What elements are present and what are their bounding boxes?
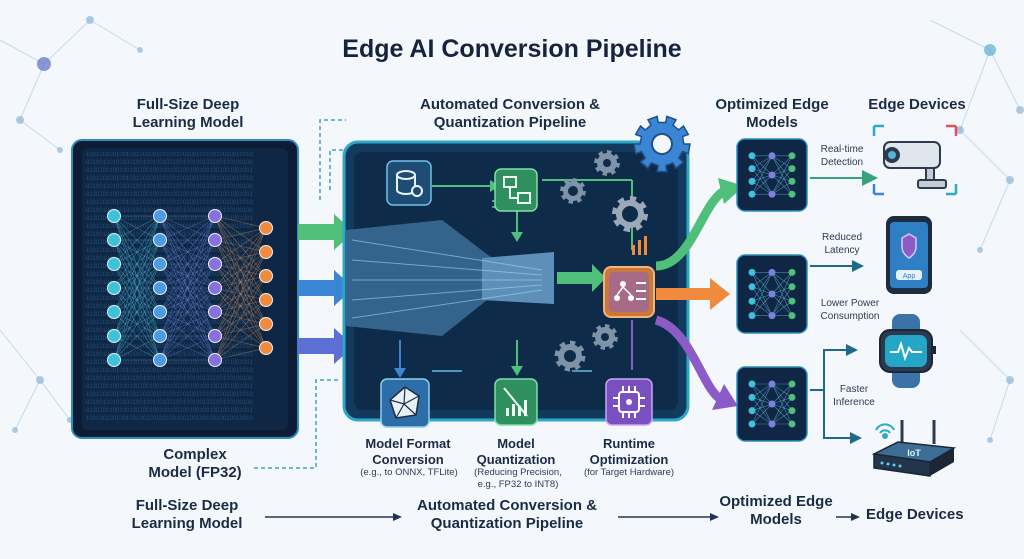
flow-chart-icon bbox=[494, 168, 538, 212]
pipeline-column-header: Automated Conversion & Quantization Pipe… bbox=[419, 96, 600, 131]
optimized-column-header: Optimized Edge Models bbox=[715, 96, 829, 131]
watch-icon bbox=[879, 314, 936, 388]
benefit-reduced-latency: Reduced Latency bbox=[821, 232, 863, 256]
gear-icon bbox=[592, 324, 618, 350]
svg-text:100100100100100100100100100100: 1001001001001001001001001001001001001001… bbox=[86, 392, 254, 398]
svg-text:010010010010010010010010010010: 0100100100100100100100100100100100100100… bbox=[86, 240, 254, 246]
input-arrows bbox=[298, 214, 354, 364]
svg-text:001001001001001001001001001001: 0010010010010010010010010010010010010010… bbox=[86, 256, 254, 262]
svg-text:001001001001001001001001001001: 0010010010010010010010010010010010010010… bbox=[86, 400, 254, 406]
svg-text:001001001001001001001001001001: 0010010010010010010010010010010010010010… bbox=[86, 328, 254, 334]
output-arrows bbox=[654, 178, 744, 410]
router-iot-label: IoT bbox=[907, 448, 921, 458]
svg-text:001001001001001001001001001001: 0010010010010010010010010010010010010010… bbox=[86, 304, 254, 310]
flow-devices: Edge Devices bbox=[866, 506, 964, 523]
device-arrows bbox=[810, 170, 878, 444]
flow-arrows bbox=[265, 513, 860, 521]
svg-text:010010010010010010010010010010: 0100100100100100100100100100100100100100… bbox=[86, 264, 254, 270]
source-column-header: Full-Size Deep Learning Model bbox=[132, 96, 244, 131]
gear-icon bbox=[633, 115, 691, 173]
flow-pipeline: Automated Conversion & Quantization Pipe… bbox=[416, 497, 597, 532]
gear-icon bbox=[560, 178, 586, 204]
svg-text:100100100100100100100100100100: 1001001001001001001001001001001001001001… bbox=[86, 224, 254, 230]
database-icon bbox=[386, 160, 432, 206]
source-model-panel: 1001001001001001001001001001001001001001… bbox=[71, 139, 299, 439]
phone-app-label: App bbox=[903, 273, 916, 280]
pipeline-frame bbox=[342, 140, 690, 422]
svg-text:100100100100100100100100100100: 1001001001001001001001001001001001001001… bbox=[86, 176, 254, 182]
svg-text:010010010010010010010010010010: 0100100100100100100100100100100100100100… bbox=[86, 384, 254, 390]
svg-text:100100100100100100100100100100: 1001001001001001001001001001001001001001… bbox=[86, 200, 254, 206]
optimized-model-card bbox=[736, 138, 808, 212]
benefit-lower-power: Lower Power Consumption bbox=[820, 298, 880, 322]
svg-text:100100100100100100100100100100: 1001001001001001001001001001001001001001… bbox=[86, 248, 254, 254]
router-icon: IoT bbox=[871, 420, 957, 477]
wifi-icon bbox=[875, 423, 895, 439]
svg-text:010010010010010010010010010010: 0100100100100100100100100100100100100100… bbox=[86, 168, 254, 174]
svg-text:001001001001001001001001001001: 0010010010010010010010010010010010010010… bbox=[86, 280, 254, 286]
source-caption: Complex Model (FP32) bbox=[148, 446, 242, 481]
svg-text:001001001001001001001001001001: 0010010010010010010010010010010010010010… bbox=[86, 376, 254, 382]
svg-text:100100100100100100100100100100: 1001001001001001001001001001001001001001… bbox=[86, 416, 254, 422]
devices-column-header: Edge Devices bbox=[868, 96, 966, 113]
runtime-chip-icon bbox=[603, 266, 655, 318]
svg-text:010010010010010010010010010010: 0100100100100100100100100100100100100100… bbox=[86, 360, 254, 366]
chip-icon bbox=[605, 378, 653, 426]
dashed-connectors bbox=[254, 119, 346, 469]
optimized-model-card bbox=[736, 366, 808, 442]
gear-icon bbox=[594, 150, 620, 176]
step-format-conversion-title: Model Format Conversion bbox=[365, 436, 451, 467]
svg-text:010010010010010010010010010010: 0100100100100100100100100100100100100100… bbox=[86, 288, 254, 294]
svg-text:001001001001001001001001001001: 0010010010010010010010010010010010010010… bbox=[86, 208, 254, 214]
flow-source: Full-Size Deep Learning Model bbox=[131, 497, 243, 532]
svg-text:010010010010010010010010010010: 0100100100100100100100100100100100100100… bbox=[86, 192, 254, 198]
gear-icon bbox=[611, 195, 649, 233]
phone-icon: App bbox=[886, 216, 932, 294]
svg-text:001001001001001001001001001001: 0010010010010010010010010010010010010010… bbox=[86, 352, 254, 358]
step-quantization-detail: (Reducing Precision, e.g., FP32 to INT8) bbox=[474, 467, 562, 490]
svg-text:100100100100100100100100100100: 1001001001001001001001001001001001001001… bbox=[86, 368, 254, 374]
svg-text:001001001001001001001001001001: 0010010010010010010010010010010010010010… bbox=[86, 160, 254, 166]
optimized-model-card bbox=[736, 254, 808, 334]
step-runtime-detail: (for Target Hardware) bbox=[583, 467, 675, 478]
flow-optimized: Optimized Edge Models bbox=[719, 493, 833, 528]
svg-text:010010010010010010010010010010: 0100100100100100100100100100100100100100… bbox=[86, 408, 254, 414]
svg-text:100100100100100100100100100100: 1001001001001001001001001001001001001001… bbox=[86, 152, 254, 158]
svg-text:001001001001001001001001001001: 0010010010010010010010010010010010010010… bbox=[86, 232, 254, 238]
polyhedron-icon bbox=[380, 378, 430, 428]
page-title: Edge AI Conversion Pipeline bbox=[342, 35, 682, 63]
quantize-icon bbox=[494, 378, 538, 426]
svg-text:010010010010010010010010010010: 0100100100100100100100100100100100100100… bbox=[86, 216, 254, 222]
svg-text:001001001001001001001001001001: 0010010010010010010010010010010010010010… bbox=[86, 184, 254, 190]
benefit-faster-inference: Faster Inference bbox=[833, 384, 875, 408]
benefit-real-time-detection: Real-time Detection bbox=[820, 144, 864, 168]
gear-icon bbox=[554, 340, 586, 372]
camera-icon bbox=[872, 124, 958, 196]
step-quantization-title: Model Quantization bbox=[476, 436, 556, 467]
step-format-conversion-detail: (e.g., to ONNX, TFLite) bbox=[360, 467, 458, 478]
step-runtime-title: Runtime Optimization bbox=[589, 436, 669, 467]
